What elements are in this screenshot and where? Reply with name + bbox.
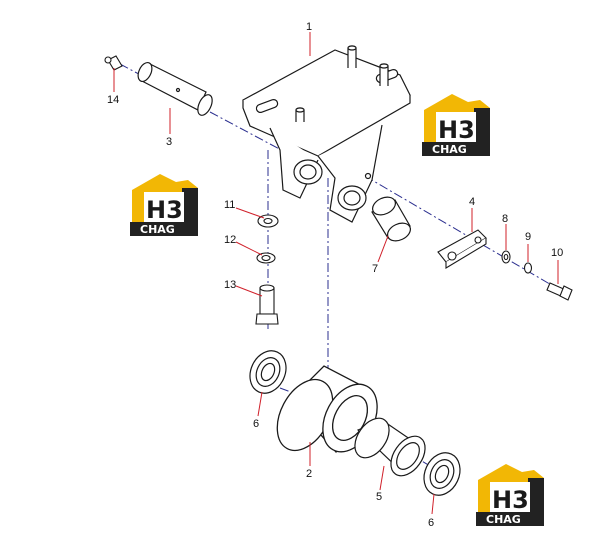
logo-mark-left: H3	[146, 196, 183, 224]
part-7-bushing	[371, 196, 411, 242]
callout-14: 14	[107, 94, 119, 106]
callout-3: 3	[166, 136, 172, 148]
callout-11: 11	[224, 199, 235, 211]
part-10-bolt	[546, 282, 573, 301]
part-6-bearing-upper	[249, 350, 287, 394]
part-12-nut	[256, 252, 276, 264]
callout-7: 7	[372, 263, 378, 275]
part-9-spring-washer	[523, 262, 533, 274]
callout-5: 5	[376, 491, 382, 503]
callout-numbers: 1 14 3 11 12 13 7 4 8 9 10 6 2 5 6	[107, 21, 563, 529]
part-8-washer	[501, 250, 511, 264]
callout-13: 13	[224, 279, 236, 291]
callout-2: 2	[306, 468, 312, 480]
callout-1: 1	[306, 21, 312, 33]
part-3-pin	[137, 61, 213, 116]
callout-8: 8	[502, 213, 508, 225]
brand-logo-right-bottom: H3 CHAG	[476, 464, 544, 526]
callout-6-lower: 6	[428, 517, 434, 529]
part-4-lock-plate	[437, 229, 487, 269]
part-6-bearing-lower	[423, 452, 461, 496]
callout-9: 9	[525, 231, 531, 243]
part-14-grease-nipple	[104, 55, 123, 71]
logo-brand-right-bottom: CHAG	[486, 513, 521, 526]
logo-brand-right-top: CHAG	[432, 143, 467, 156]
logo-mark-right-bottom: H3	[492, 486, 529, 514]
part-5-sleeve	[354, 417, 426, 477]
callout-10: 10	[551, 247, 563, 259]
callout-4: 4	[469, 196, 475, 208]
leader-lines	[113, 32, 559, 515]
part-1-bracket	[242, 45, 411, 223]
brand-logo-right-top: H3 CHAG	[422, 94, 490, 156]
logo-brand-left: CHAG	[140, 223, 175, 236]
brand-logo-left: H3 CHAG	[130, 174, 198, 236]
logo-mark-right-top: H3	[438, 116, 475, 144]
part-13-bolt	[255, 284, 279, 325]
callout-6-upper: 6	[253, 418, 259, 430]
callout-12: 12	[224, 234, 236, 246]
